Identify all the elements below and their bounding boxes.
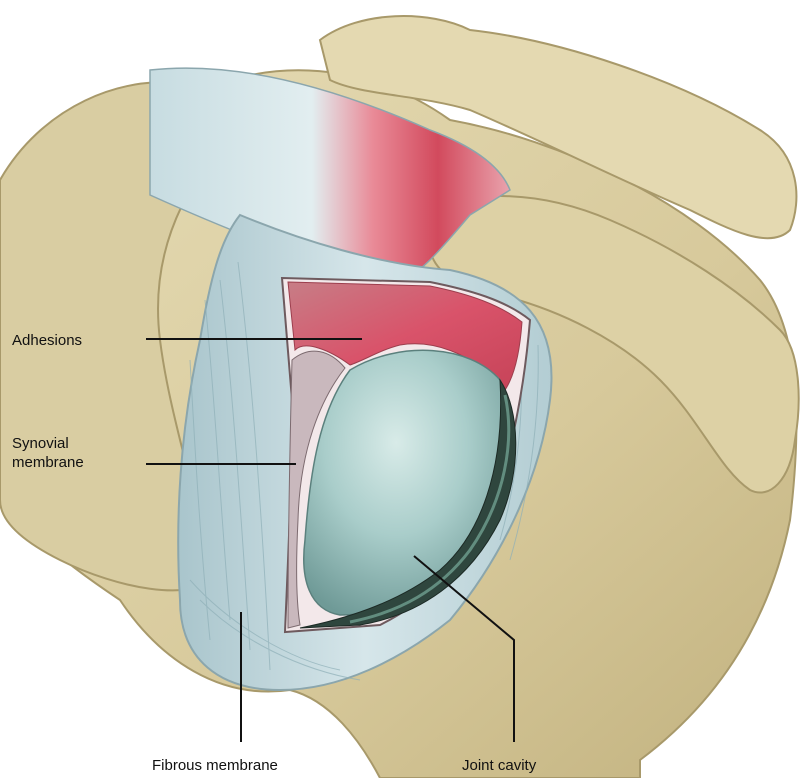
label-synovial-membrane: Synovial membrane xyxy=(12,434,84,472)
label-joint-cavity: Joint cavity xyxy=(462,756,536,775)
label-synovial-line2: membrane xyxy=(12,453,84,472)
label-fibrous-membrane: Fibrous membrane xyxy=(152,756,278,775)
label-synovial-line1: Synovial xyxy=(12,434,84,453)
label-adhesions: Adhesions xyxy=(12,331,82,350)
